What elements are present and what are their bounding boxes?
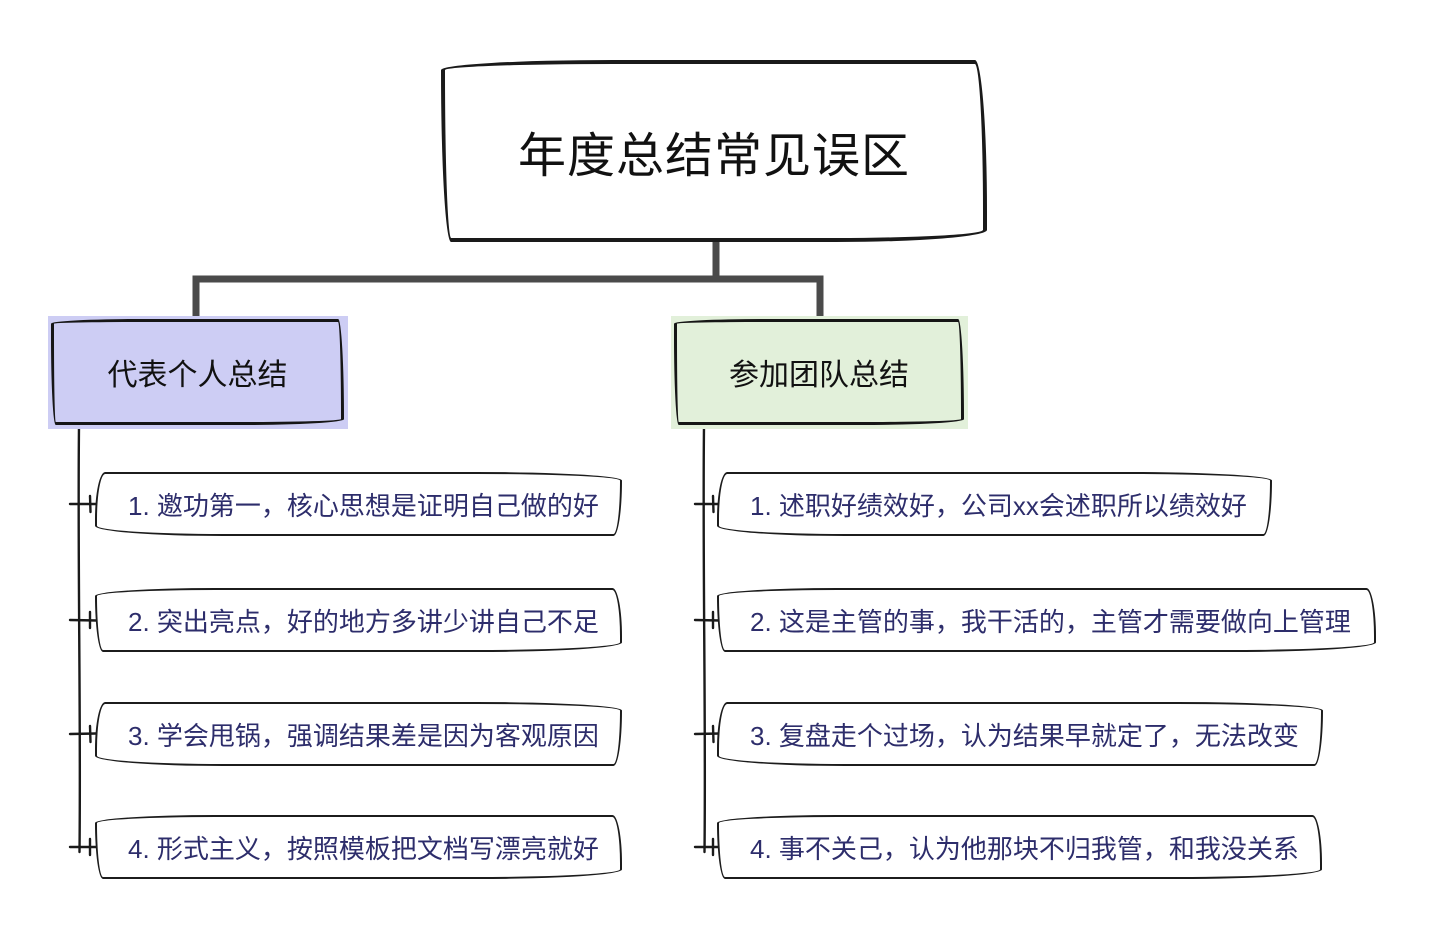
leaf-node-personal-3-label: 3. 学会甩锅，强调结果差是因为客观原因 — [128, 720, 599, 751]
root-node[interactable]: 年度总结常见误区 — [441, 60, 987, 242]
root-node-label: 年度总结常见误区 — [517, 130, 910, 183]
branch-node-team-label: 参加团队总结 — [729, 359, 909, 392]
team-leaf-connector — [693, 424, 722, 857]
leaf-node-personal-2[interactable]: 2. 突出亮点，好的地方多讲少讲自己不足 — [95, 588, 622, 652]
branch-node-personal-label: 代表个人总结 — [107, 359, 288, 392]
leaf-node-personal-4[interactable]: 4. 形式主义，按照模板把文档写漂亮就好 — [95, 815, 622, 879]
leaf-node-team-3[interactable]: 3. 复盘走个过场，认为结果早就定了，无法改变 — [717, 702, 1323, 766]
leaf-node-personal-1[interactable]: 1. 邀功第一，核心思想是证明自己做的好 — [95, 472, 622, 536]
leaf-node-team-2-label: 2. 这是主管的事，我干活的，主管才需要做向上管理 — [750, 606, 1351, 637]
root-branch-connector — [192, 238, 824, 322]
leaf-node-team-2[interactable]: 2. 这是主管的事，我干活的，主管才需要做向上管理 — [717, 588, 1376, 652]
leaf-node-team-4-label: 4. 事不关己，认为他那块不归我管，和我没关系 — [750, 833, 1299, 864]
branch-node-personal[interactable]: 代表个人总结 — [48, 316, 348, 429]
leaf-node-personal-3[interactable]: 3. 学会甩锅，强调结果差是因为客观原因 — [95, 702, 622, 766]
leaf-node-team-1-label: 1. 述职好绩效好，公司xx会述职所以绩效好 — [750, 490, 1247, 521]
leaf-node-personal-4-label: 4. 形式主义，按照模板把文档写漂亮就好 — [128, 833, 599, 864]
leaf-node-team-1[interactable]: 1. 述职好绩效好，公司xx会述职所以绩效好 — [717, 472, 1272, 536]
personal-leaf-connector — [68, 424, 99, 857]
branch-node-personal-border: 代表个人总结 — [51, 319, 344, 425]
branch-node-team-border: 参加团队总结 — [674, 319, 964, 425]
leaf-node-personal-2-label: 2. 突出亮点，好的地方多讲少讲自己不足 — [128, 606, 599, 637]
leaf-node-team-4[interactable]: 4. 事不关己，认为他那块不归我管，和我没关系 — [717, 815, 1322, 879]
branch-node-team[interactable]: 参加团队总结 — [671, 316, 968, 429]
leaf-node-team-3-label: 3. 复盘走个过场，认为结果早就定了，无法改变 — [750, 720, 1299, 751]
leaf-node-personal-1-label: 1. 邀功第一，核心思想是证明自己做的好 — [128, 490, 599, 521]
